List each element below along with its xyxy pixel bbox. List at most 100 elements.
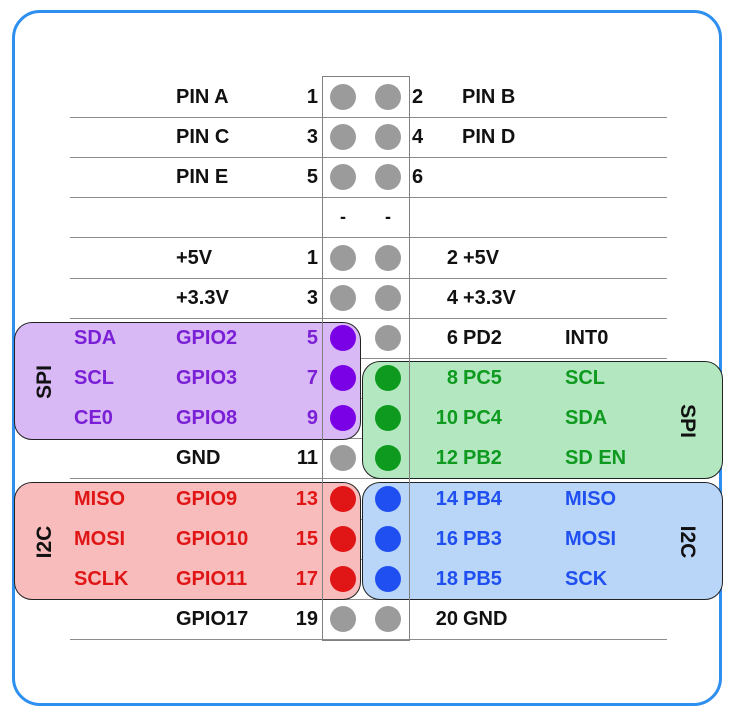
left-pin-name: GPIO8	[176, 407, 238, 430]
left-alt-function: SDA	[74, 326, 117, 349]
left-pin-name: GPIO9	[176, 487, 238, 510]
right-i2c-region	[362, 482, 723, 600]
left-pin-dot	[330, 164, 356, 191]
left-pin-dot	[330, 284, 356, 311]
left-pin-number: 13	[295, 487, 318, 510]
left-pin-dot	[330, 365, 356, 392]
left-pin-number: 17	[295, 567, 318, 590]
right-alt-function: SD EN	[565, 447, 627, 470]
left-pin-number: 11	[296, 447, 318, 470]
left-pin-dot	[330, 244, 356, 271]
left-pin-dot	[330, 485, 356, 512]
left-alt-function: SCL	[74, 367, 114, 390]
left-pin-number: 1	[306, 86, 318, 108]
right-pin-dot	[375, 525, 401, 552]
right-pin-number: 10	[435, 407, 458, 430]
left-gap-dash: -	[340, 206, 346, 227]
right-alt-function: SCL	[565, 367, 605, 390]
row-divider	[70, 317, 667, 319]
right-pin-name: PB3	[463, 527, 502, 550]
left-pin-name: GPIO17	[176, 607, 249, 630]
right-pin-name: PB4	[463, 487, 502, 510]
right-pin-number: 16	[435, 527, 458, 550]
left-pin-dot	[330, 525, 356, 552]
right-pin-dot	[375, 605, 401, 632]
row-divider	[70, 357, 667, 359]
right-gap-dash: -	[385, 206, 391, 227]
right-pin-dot	[375, 324, 401, 351]
row-divider	[70, 277, 667, 279]
right-pin-name: PIN B	[462, 86, 516, 108]
left-pin-number: 7	[306, 367, 318, 390]
right-pin-dot	[375, 445, 401, 472]
right-pin-dot	[375, 284, 401, 311]
right-pin-dot	[375, 84, 401, 110]
row-divider	[70, 478, 667, 480]
right-alt-function: MOSI	[565, 527, 617, 550]
left-pin-number: 15	[295, 527, 318, 550]
row-divider	[70, 197, 667, 199]
left-pin-name: +5V	[176, 246, 213, 269]
left-pin-dot	[330, 405, 356, 432]
left-pin-name: GPIO3	[176, 367, 238, 390]
right-pin-number: 8	[446, 367, 458, 390]
left-pin-name: PIN A	[176, 86, 229, 108]
pin-header-outline	[322, 76, 410, 641]
left-spi-region	[14, 322, 361, 440]
left-pin-dot	[330, 324, 356, 351]
right-pin-name: +5V	[463, 246, 500, 269]
left-pin-name: GND	[176, 447, 221, 470]
right-pin-number: 2	[446, 246, 458, 269]
row-divider	[70, 157, 667, 159]
right-pin-dot	[375, 164, 401, 191]
left-pin-number: 19	[295, 607, 318, 630]
left-pin-dot	[330, 605, 356, 632]
left-alt-function: SCLK	[74, 567, 129, 590]
right-alt-function: MISO	[565, 487, 617, 510]
right-alt-function: SDA	[565, 407, 608, 430]
right-pin-number: 20	[435, 607, 458, 630]
right-pin-number: 2	[412, 86, 424, 108]
right-pin-name: PB5	[463, 567, 502, 590]
left-pin-number: 5	[306, 326, 318, 349]
left-pin-dot	[330, 124, 356, 151]
row-divider	[70, 237, 667, 239]
right-pin-number: 4	[412, 126, 424, 149]
diagram-frame	[12, 10, 722, 706]
left-pin-number: 1	[306, 246, 318, 269]
right-alt-function: INT0	[565, 326, 609, 349]
left-pin-name: GPIO10	[176, 527, 249, 550]
right-pin-number: 12	[435, 447, 458, 470]
left-pin-number: 5	[306, 166, 318, 189]
left-pin-name: +3.3V	[176, 286, 229, 309]
right-pin-dot	[375, 405, 401, 432]
left-i2c-region	[14, 482, 361, 600]
right-i2c-label: I2C	[676, 525, 699, 559]
left-pin-name: PIN E	[176, 166, 229, 189]
left-spi-label: SPI	[33, 365, 56, 399]
right-pin-dot	[375, 244, 401, 271]
left-pin-number: 3	[306, 286, 318, 309]
left-pin-name: GPIO2	[176, 326, 238, 349]
right-pin-name: PC4	[463, 407, 502, 430]
right-pin-number: 14	[435, 487, 458, 510]
left-pin-number: 3	[306, 126, 318, 149]
right-pin-name: +3.3V	[463, 286, 516, 309]
right-pin-dot	[375, 485, 401, 512]
right-spi-label: SPI	[676, 404, 699, 438]
right-alt-function: SCK	[565, 567, 608, 590]
left-pin-number: 9	[306, 407, 318, 430]
right-pin-number: 6	[412, 166, 424, 189]
right-pin-number: 18	[435, 567, 458, 590]
right-pin-name: PD2	[463, 326, 502, 349]
right-pin-name: PB2	[463, 447, 502, 470]
left-pin-name: GPIO11	[176, 567, 248, 590]
row-divider	[70, 638, 667, 640]
left-alt-function: MOSI	[74, 527, 126, 550]
right-spi-region	[362, 361, 723, 479]
right-pin-number: 4	[446, 286, 458, 309]
left-pin-dot	[330, 565, 356, 592]
left-alt-function: CE0	[74, 407, 113, 430]
left-pin-dot	[330, 84, 356, 110]
right-pin-dot	[375, 124, 401, 151]
